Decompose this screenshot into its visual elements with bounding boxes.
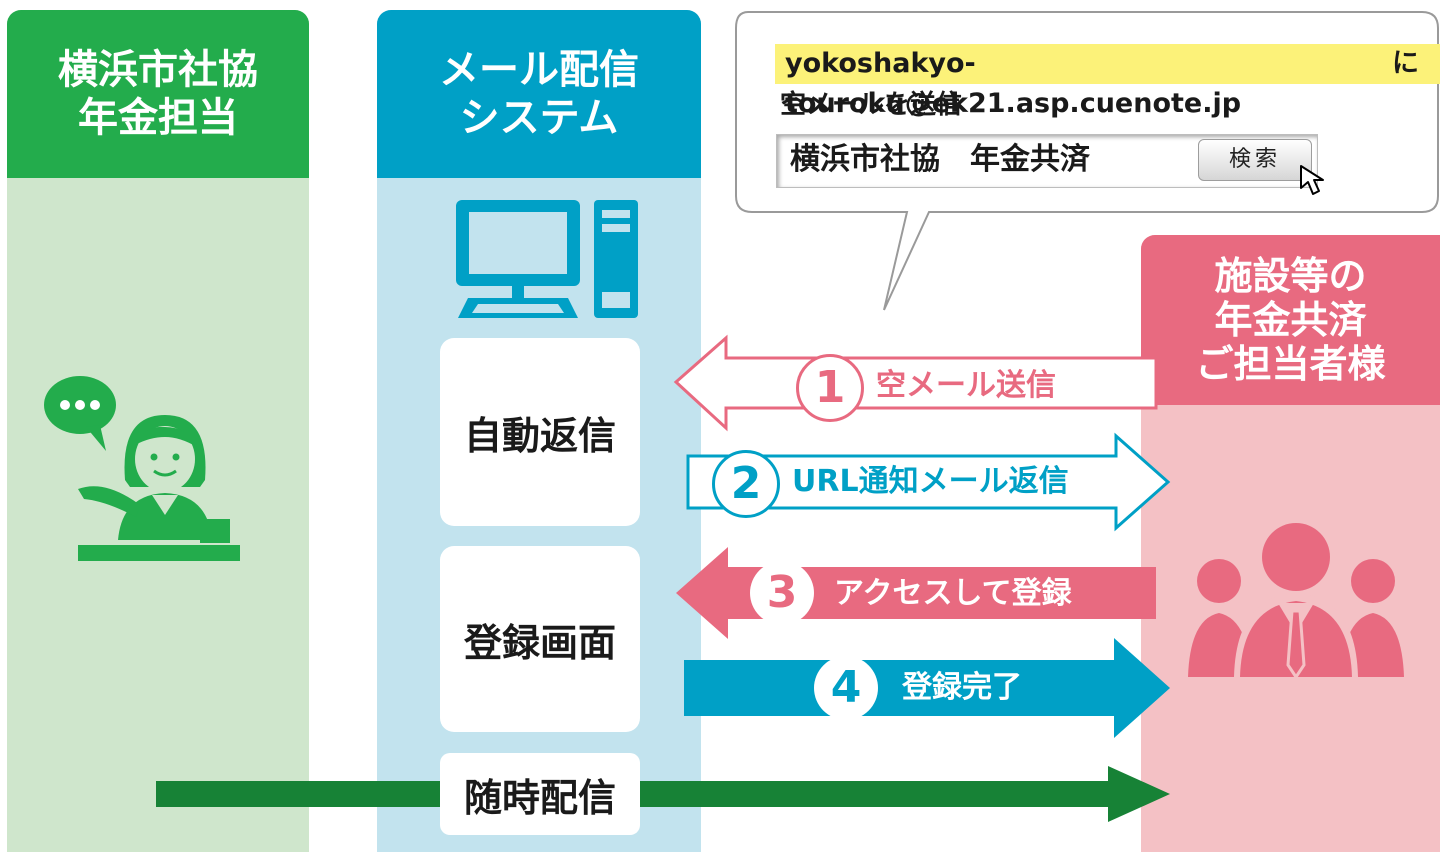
auto-reply-box: 自動返信 [440,338,640,526]
step-3-number: 3 [766,567,798,618]
mid-column-title: メール配信 システム [377,10,701,178]
step-3-label: アクセスして登録 [834,576,1072,611]
mouse-cursor-icon [1300,165,1324,195]
send-empty-mail-text: 空メールを送信 [780,90,963,120]
anytime-delivery-arrow [156,766,1170,822]
step-1-arrow [673,334,1158,432]
anytime-delivery-box: 随時配信 [440,753,640,835]
step-4-number: 4 [830,662,862,713]
register-screen-box: 登録画面 [440,546,640,732]
operator-person-icon [44,376,240,561]
search-query-text: 横浜市社協 年金共済 [790,142,1090,177]
step-2-label: URL通知メール返信 [792,464,1069,499]
step-1-label: 空メール送信 [876,368,1056,403]
step-3-number-circle: 3 [750,561,814,625]
search-button[interactable]: 検索 [1198,139,1312,181]
customers-group-icon [1188,523,1404,680]
computer-icon [456,200,638,318]
step-2-number-circle: 2 [712,450,780,518]
email-address-highlight: yokoshakyo-touroku@ek21.asp.cuenote.jp [775,44,1440,119]
step-4-arrow [684,638,1170,738]
step-1-number-circle: 1 [796,354,864,422]
step-2-number: 2 [730,458,762,509]
email-suffix: に [1392,48,1419,79]
left-column-title: 横浜市社協 年金担当 [7,10,309,178]
right-column-title: 施設等の 年金共済 ご担当者様 [1141,235,1440,405]
step-4-label: 登録完了 [902,670,1022,705]
step-4-number-circle: 4 [814,656,878,720]
step-1-number: 1 [814,362,846,413]
